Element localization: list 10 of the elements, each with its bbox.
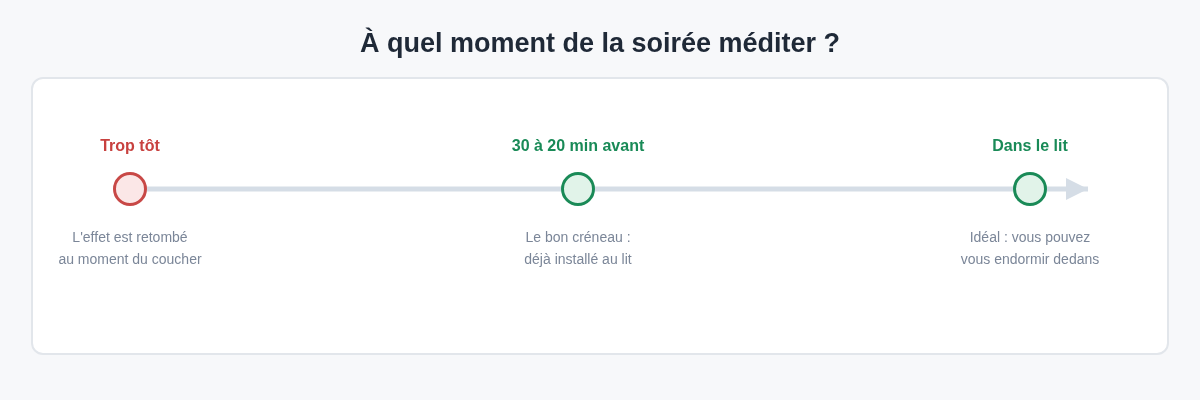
arrow <box>1047 178 1088 200</box>
diagram-title: À quel moment de la soirée méditer ? <box>359 27 841 59</box>
milestone-description: Le bon créneau : déjà installé au lit <box>524 228 632 269</box>
milestone-label: Trop tôt <box>100 136 160 155</box>
milestone-label: 30 à 20 min avant <box>511 136 645 155</box>
timeline-line <box>595 186 1013 192</box>
milestone-description: Idéal : vous pouvez vous endormir dedans <box>960 228 1100 269</box>
timeline-line <box>147 186 561 192</box>
milestone-label: Dans le lit <box>992 136 1068 155</box>
milestone-description: L'effet est retombé au moment du coucher <box>58 228 202 269</box>
